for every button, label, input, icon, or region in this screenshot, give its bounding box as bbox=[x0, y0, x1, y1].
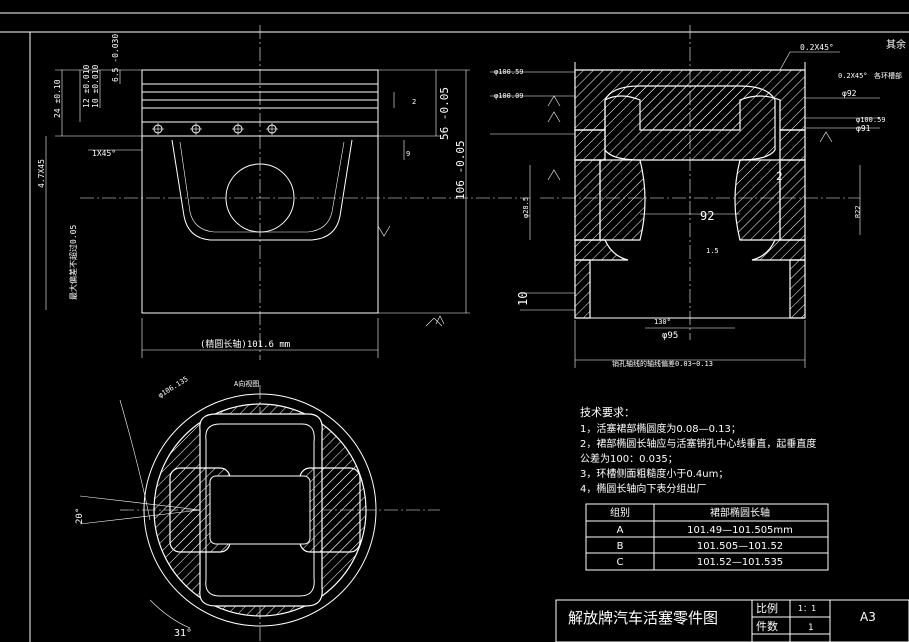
scale-label: 比例 bbox=[756, 601, 778, 615]
dim-depth: φ28.5 bbox=[522, 197, 530, 218]
section-view-dimensions bbox=[435, 51, 880, 368]
dim-pin-92: 92 bbox=[700, 209, 714, 223]
qty-value: 1 bbox=[808, 623, 814, 633]
dim-ring-width: 2 bbox=[412, 98, 416, 106]
dim-bottom-length: (精圆长轴)101.6 mm bbox=[200, 338, 290, 350]
dim-d2: φ100.09 bbox=[494, 92, 524, 100]
dim-groove2: 10 ±0.010 bbox=[91, 64, 100, 108]
table-cell: 101.505—101.52 bbox=[697, 541, 783, 552]
dim-d3: φ92 bbox=[842, 89, 857, 98]
dim-d6: φ95 bbox=[662, 331, 678, 341]
dim-r15: 1.5 bbox=[706, 247, 719, 255]
dim-ring-note: 各环槽部 bbox=[874, 71, 902, 80]
table-cell: 101.52—101.535 bbox=[697, 557, 783, 568]
title-block: 解放牌汽车活塞零件图 比例 1：1 件数 1 A3 bbox=[555, 599, 909, 642]
qty-label: 件数 bbox=[756, 620, 778, 633]
dim-small-9: 9 bbox=[406, 150, 410, 158]
dim-top-groove: 6.5 -0.030 bbox=[111, 34, 120, 82]
dim-d5: φ91 bbox=[856, 124, 871, 133]
front-view-dimensions bbox=[45, 69, 470, 358]
tech-req-item-1: 1，活塞裙部椭圆度为0.08—0.13； bbox=[580, 422, 741, 435]
table-cell: C bbox=[617, 557, 624, 568]
dim-groove3: 12 ±0.010 bbox=[82, 64, 91, 108]
dim-groove4: 24 ±0.10 bbox=[53, 79, 62, 118]
dim-chamfer: 1X45° bbox=[92, 149, 116, 158]
tech-req-item-3: 公差为100：0.035； bbox=[580, 452, 678, 465]
piston-section-view bbox=[574, 62, 806, 319]
dim-d1: φ100.59 bbox=[494, 68, 524, 76]
tech-req-item-4: 3，环槽侧面粗糙度小于0.4um； bbox=[580, 467, 728, 480]
drawing-frame bbox=[0, 12, 909, 642]
dim-d4: φ100.59 bbox=[856, 116, 886, 124]
dim-bottom-note: 销孔轴线的轴线偏差0.03~0.13 bbox=[612, 359, 713, 368]
dim-angle-31: 31° bbox=[174, 628, 192, 639]
tech-req-item-5: 4，椭圆长轴向下表分组出厂 bbox=[580, 482, 706, 495]
dim-height-106: 106 -0.05 bbox=[454, 140, 467, 200]
table-cell: A bbox=[617, 525, 624, 536]
tech-req-title: 技术要求： bbox=[580, 406, 635, 419]
tech-req-item-2: 2，裙部椭圆长轴应与活塞销孔中心线垂直，起垂直度 bbox=[580, 437, 816, 450]
corner-note: 其余 bbox=[886, 38, 906, 51]
dim-r22: R22 bbox=[854, 205, 862, 218]
oil-holes bbox=[152, 123, 278, 135]
table-header-axis: 裙部椭圆长轴 bbox=[710, 506, 770, 519]
scale-value: 1：1 bbox=[798, 604, 816, 613]
dim-left-note: 4.7X45 bbox=[37, 159, 46, 188]
drawing-title: 解放牌汽车活塞零件图 bbox=[568, 609, 718, 627]
table-cell: B bbox=[617, 541, 624, 552]
piston-front-view bbox=[141, 69, 379, 314]
sheet-size: A3 bbox=[860, 610, 876, 624]
technical-requirements: 技术要求： 1，活塞裙部椭圆度为0.08—0.13； 2，裙部椭圆长轴应与活塞销… bbox=[580, 406, 816, 495]
dim-d-outer: φ106.135 bbox=[157, 375, 190, 400]
dim-chamfer-side: 0.2X45° bbox=[838, 72, 868, 80]
dim-side-note: 最大偏差不超过0.05 bbox=[68, 225, 78, 300]
dim-angle-20: 20° bbox=[75, 508, 85, 524]
bottom-view-label: A向视图 bbox=[234, 379, 259, 388]
table-cell: 101.49—101.505mm bbox=[687, 525, 793, 536]
table-header-group: 组别 bbox=[610, 506, 630, 519]
dim-height-56: 56 -0.05 bbox=[438, 87, 451, 140]
dim-w2: 2 bbox=[776, 170, 783, 183]
group-table: 组别 裙部椭圆长轴 A 101.49—101.505mm B 101.505—1… bbox=[585, 503, 829, 571]
piston-bottom-view bbox=[79, 393, 377, 629]
dim-h10: 10 bbox=[516, 292, 530, 306]
dim-angle: 130° bbox=[654, 318, 671, 326]
dim-chamfer-top: 0.2X45° bbox=[800, 43, 834, 52]
